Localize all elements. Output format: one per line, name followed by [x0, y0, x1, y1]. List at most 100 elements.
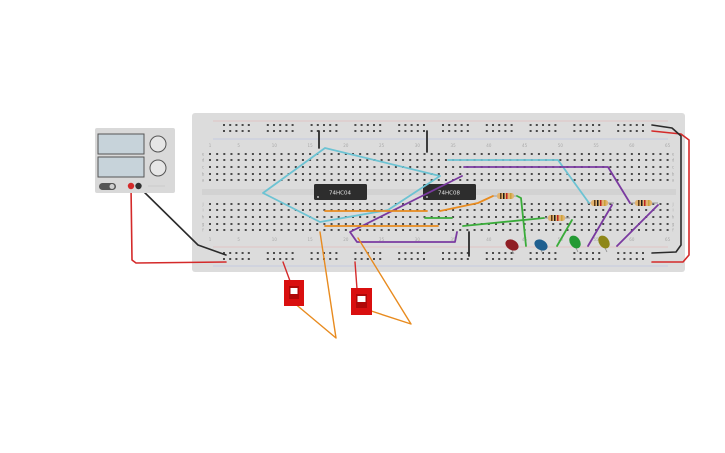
hole[interactable]: [380, 173, 383, 175]
hole[interactable]: [630, 216, 633, 218]
rail-hole[interactable]: [579, 130, 582, 132]
hole[interactable]: [352, 173, 354, 175]
rail-hole[interactable]: [442, 252, 444, 254]
hole[interactable]: [609, 223, 612, 225]
hole[interactable]: [259, 159, 262, 161]
hole[interactable]: [330, 166, 333, 168]
rail-hole[interactable]: [291, 258, 294, 260]
hole[interactable]: [516, 229, 519, 231]
hole[interactable]: [502, 179, 505, 181]
hole[interactable]: [409, 159, 412, 161]
hole[interactable]: [516, 153, 519, 155]
hole[interactable]: [230, 203, 233, 205]
hole[interactable]: [237, 166, 240, 168]
rail-hole[interactable]: [323, 124, 325, 126]
hole[interactable]: [301, 159, 304, 161]
hole[interactable]: [416, 173, 419, 175]
hole[interactable]: [566, 153, 569, 155]
hole[interactable]: [659, 179, 662, 181]
rail-hole[interactable]: [542, 258, 544, 260]
rail-hole[interactable]: [335, 130, 338, 132]
hole[interactable]: [623, 209, 626, 211]
hole[interactable]: [573, 159, 576, 161]
rail-hole[interactable]: [360, 252, 363, 254]
hole[interactable]: [552, 203, 555, 205]
hole[interactable]: [459, 229, 462, 231]
hole[interactable]: [301, 173, 304, 175]
rail-hole[interactable]: [504, 130, 507, 132]
hole[interactable]: [459, 153, 462, 155]
rail-hole[interactable]: [635, 130, 638, 132]
hole[interactable]: [638, 166, 640, 168]
hole[interactable]: [630, 179, 633, 181]
hole[interactable]: [437, 229, 440, 231]
rail-hole[interactable]: [454, 252, 457, 254]
rail-hole[interactable]: [573, 258, 576, 260]
hole[interactable]: [630, 173, 633, 175]
hole[interactable]: [366, 216, 369, 218]
hole[interactable]: [323, 229, 326, 231]
hole[interactable]: [287, 223, 290, 225]
hole[interactable]: [316, 216, 319, 218]
hole[interactable]: [545, 203, 548, 205]
hole[interactable]: [359, 203, 362, 205]
wire-power-rail-link[interactable]: [651, 130, 690, 263]
hole[interactable]: [266, 229, 269, 231]
hole[interactable]: [523, 153, 526, 155]
hole[interactable]: [659, 229, 662, 231]
hole[interactable]: [266, 223, 269, 225]
hole[interactable]: [659, 209, 662, 211]
rail-hole[interactable]: [629, 258, 632, 260]
hole[interactable]: [280, 223, 283, 225]
hole[interactable]: [566, 223, 569, 225]
hole[interactable]: [266, 203, 269, 205]
hole[interactable]: [309, 209, 312, 211]
hole[interactable]: [652, 223, 655, 225]
hole[interactable]: [587, 179, 590, 181]
rail-hole[interactable]: [498, 258, 501, 260]
hole[interactable]: [573, 203, 576, 205]
hole[interactable]: [466, 153, 469, 155]
hole[interactable]: [495, 209, 497, 211]
hole[interactable]: [394, 216, 397, 218]
rail-hole[interactable]: [454, 258, 457, 260]
rail-hole[interactable]: [510, 258, 513, 260]
rail-hole[interactable]: [617, 252, 620, 254]
hole[interactable]: [323, 223, 326, 225]
hole[interactable]: [487, 153, 490, 155]
hole[interactable]: [301, 229, 304, 231]
rail-hole[interactable]: [423, 130, 425, 132]
hole[interactable]: [652, 166, 655, 168]
rail-hole[interactable]: [554, 252, 557, 254]
wire-purple-3[interactable]: [587, 204, 613, 247]
hole[interactable]: [452, 203, 455, 205]
hole[interactable]: [316, 229, 319, 231]
hole[interactable]: [587, 209, 590, 211]
rail-hole[interactable]: [485, 130, 488, 132]
hole[interactable]: [230, 229, 233, 231]
hole[interactable]: [287, 166, 290, 168]
hole[interactable]: [666, 173, 669, 175]
rail-hole[interactable]: [592, 130, 594, 132]
hole[interactable]: [223, 223, 226, 225]
rail-hole[interactable]: [492, 124, 494, 126]
hole[interactable]: [273, 216, 276, 218]
hole[interactable]: [516, 203, 519, 205]
rail-hole[interactable]: [460, 124, 463, 126]
rail-hole[interactable]: [504, 258, 507, 260]
rail-hole[interactable]: [266, 124, 269, 126]
hole[interactable]: [402, 159, 405, 161]
rail-hole[interactable]: [366, 124, 369, 126]
rail-hole[interactable]: [442, 130, 444, 132]
hole[interactable]: [316, 223, 319, 225]
hole[interactable]: [423, 229, 426, 231]
hole[interactable]: [416, 179, 419, 181]
rail-hole[interactable]: [310, 258, 313, 260]
hole[interactable]: [316, 179, 319, 181]
hole[interactable]: [337, 153, 340, 155]
rail-hole[interactable]: [410, 252, 413, 254]
hole[interactable]: [623, 203, 626, 205]
hole[interactable]: [623, 173, 626, 175]
hole[interactable]: [666, 153, 669, 155]
hole[interactable]: [409, 216, 412, 218]
